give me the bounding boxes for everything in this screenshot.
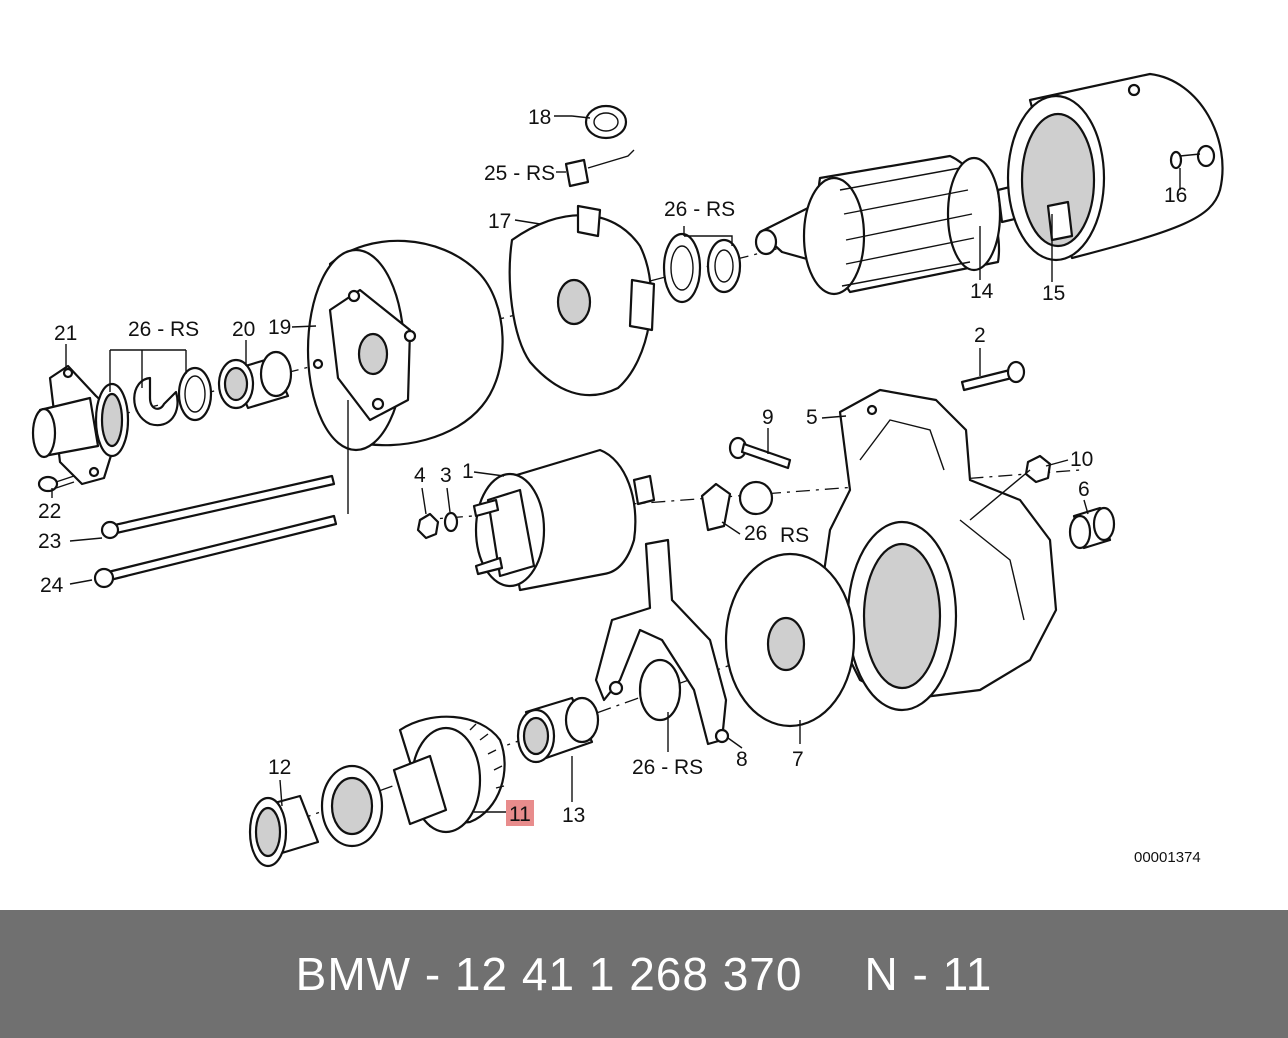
- part-8-engaging-lever: [594, 538, 730, 746]
- label-20: 20: [232, 318, 255, 341]
- exploded-parts-diagram: 18 25 - RS 17 26 - RS 14 15 16 21 26 - R…: [31, 72, 1224, 868]
- label-13: 13: [562, 804, 585, 827]
- part-4-nut: [416, 512, 440, 540]
- label-18: 18: [528, 106, 551, 129]
- part-23-tie-rod: [100, 474, 336, 540]
- part-26-rs-top-washers: [662, 232, 742, 304]
- label-26-rs-bottom: 26 - RS: [632, 756, 703, 779]
- part-17-brush-plate: [508, 204, 656, 397]
- label-17: 17: [488, 210, 511, 233]
- part-5-drive-housing: [818, 388, 1058, 712]
- leader-lines: [51, 115, 1181, 813]
- part-21-end-cover: [31, 364, 130, 486]
- part-12-bushing: [248, 794, 320, 868]
- part-9-bolt: [728, 436, 792, 470]
- label-8: 8: [736, 748, 748, 771]
- part-2-bolt: [960, 360, 1026, 392]
- label-24: 24: [40, 574, 64, 597]
- part-22-screw: [37, 475, 75, 493]
- part-19-end-housing: [306, 239, 504, 452]
- part-18-spring: [571, 104, 628, 140]
- part-25-rs-brush: [564, 149, 635, 188]
- label-25-rs: 25 - RS: [484, 162, 555, 185]
- part-11-pinion-drive: [320, 715, 506, 848]
- label-11: 11: [509, 803, 531, 826]
- label-26: 26: [744, 522, 767, 545]
- part-15-pole-housing: [1006, 72, 1224, 262]
- highlight-part-11: [506, 800, 534, 826]
- label-19: 19: [268, 316, 291, 339]
- label-26-rs-left: 26 - RS: [128, 318, 199, 341]
- part-labels: 18 25 - RS 17 26 - RS 14 15 16 21 26 - R…: [38, 106, 1201, 866]
- label-12: 12: [268, 756, 291, 779]
- label-5: 5: [806, 406, 818, 429]
- label-10: 10: [1070, 448, 1093, 471]
- part-26-rs-left-clip: [133, 376, 179, 427]
- part-1-solenoid: [472, 448, 656, 592]
- part-16-screw: [1169, 144, 1216, 170]
- part-26-rs-left-washer: [177, 366, 213, 422]
- label-9: 9: [762, 406, 774, 429]
- label-22: 22: [38, 500, 61, 523]
- label-1: 1: [462, 460, 474, 483]
- part-20-bushing: [217, 350, 293, 410]
- part-6-bushing: [1068, 506, 1116, 550]
- label-6: 6: [1078, 478, 1090, 501]
- label-4: 4: [414, 464, 426, 487]
- label-16: 16: [1164, 184, 1187, 207]
- part-7-shield: [724, 552, 856, 728]
- part-10-nut: [1024, 454, 1052, 484]
- drawing-number: 00001374: [1134, 849, 1201, 866]
- label-23: 23: [38, 530, 61, 553]
- label-26-rs-top: 26 - RS: [664, 198, 735, 221]
- label-2: 2: [974, 324, 986, 347]
- label-15: 15: [1042, 282, 1065, 305]
- part-3-washer: [443, 511, 459, 533]
- label-14: 14: [970, 280, 994, 303]
- part-13-bushing: [516, 696, 600, 764]
- label-26-rs-suffix: RS: [780, 524, 809, 547]
- footer-part-number: BMW - 12 41 1 268 370: [295, 948, 803, 1000]
- part-14-armature: [754, 154, 1038, 296]
- footer-bar: BMW - 12 41 1 268 370 N - 11: [0, 910, 1288, 1038]
- part-26-rs-middle: [700, 480, 774, 532]
- label-21: 21: [54, 322, 77, 345]
- label-7: 7: [792, 748, 804, 771]
- footer-position: N - 11: [864, 948, 993, 1000]
- label-3: 3: [440, 464, 452, 487]
- part-24-tie-rod: [93, 514, 338, 589]
